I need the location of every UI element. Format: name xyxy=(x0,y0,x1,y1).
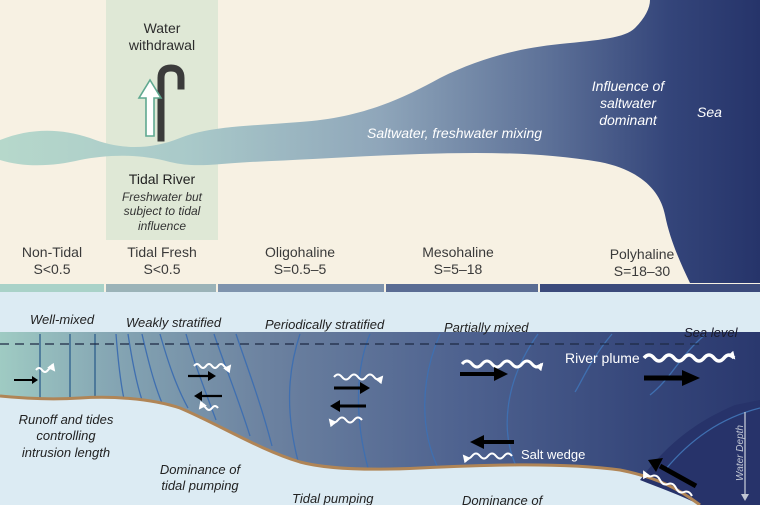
zone-salinity: S<0.5 xyxy=(33,260,71,277)
influence-line-3: dominant xyxy=(599,111,657,128)
dominance-of-annotation: Dominance of xyxy=(462,493,543,505)
up-arrow-icon xyxy=(137,78,163,137)
tidal-pumping-dominance-annotation: Dominance of tidal pumping xyxy=(150,462,250,495)
runoff-line-1: Runoff and tides xyxy=(18,412,114,427)
state-well-mixed: Well-mixed xyxy=(30,312,95,327)
runoff-annotation: Runoff and tides controlling intrusion l… xyxy=(5,412,127,461)
runoff-line-3: intrusion length xyxy=(21,444,111,460)
riverbed-line xyxy=(0,394,701,505)
influence-line-1: Influence of xyxy=(591,78,665,94)
tidal-river-desc-1: Freshwater but xyxy=(121,189,203,204)
saltwater-influence-label: Influence of saltwater dominant xyxy=(578,78,678,128)
mixing-label: Saltwater, freshwater mixing xyxy=(367,125,543,141)
periodically-stratified-arrows xyxy=(328,373,384,428)
tidal-river-desc-2: subject to tidal xyxy=(123,204,201,219)
zone-mesohaline: Mesohaline S=5–18 xyxy=(398,244,518,278)
zone-name: Non-Tidal xyxy=(21,244,83,260)
weakly-stratified-arrows xyxy=(188,363,232,411)
zone-name: Mesohaline xyxy=(422,244,494,260)
zone-name: Oligohaline xyxy=(264,244,336,260)
water-withdrawal-line-2: withdrawal xyxy=(128,36,196,53)
zone-salinity: S=0.5–5 xyxy=(273,260,327,277)
zone-salinity: S=5–18 xyxy=(433,260,483,277)
deep-sea-wedge xyxy=(640,400,760,505)
water-withdrawal-pipe-icon xyxy=(157,64,185,142)
dominance-line-1: Dominance of xyxy=(159,462,241,477)
state-weakly-stratified: Weakly stratified xyxy=(126,315,222,330)
well-mixed-arrows xyxy=(14,362,56,384)
zone-name: Polyhaline xyxy=(609,246,675,262)
sea-label: Sea xyxy=(697,104,722,120)
isohaline-lines xyxy=(39,333,760,471)
tidal-river-label: Tidal River Freshwater but subject to ti… xyxy=(104,171,220,233)
zone-oligohaline: Oligohaline S=0.5–5 xyxy=(240,244,360,278)
tidal-river-desc-3: influence xyxy=(137,218,187,233)
zone-polyhaline: Polyhaline S=18–30 xyxy=(582,246,702,280)
water-withdrawal-label: Water withdrawal xyxy=(112,20,212,54)
partially-mixed-arrows xyxy=(460,350,736,386)
zone-tidal-fresh: Tidal Fresh S<0.5 xyxy=(108,244,216,278)
influence-line-2: saltwater xyxy=(599,94,657,111)
zone-non-tidal: Non-Tidal S<0.5 xyxy=(2,244,102,278)
estuary-shape xyxy=(0,0,760,283)
state-partially-mixed: Partially mixed xyxy=(444,320,529,335)
sea-level-label: Sea level xyxy=(684,325,738,340)
dominance-line-2: tidal pumping xyxy=(161,478,239,494)
water-depth-label: Water Depth xyxy=(735,425,746,481)
zone-salinity: S=18–30 xyxy=(613,262,671,279)
state-periodically-stratified: Periodically stratified xyxy=(265,317,385,332)
salt-wedge-arrows xyxy=(462,435,698,497)
runoff-line-2: controlling xyxy=(36,428,96,444)
tidal-river-title: Tidal River xyxy=(128,171,196,187)
water-depth-arrow-icon xyxy=(741,412,749,501)
tidal-pumping-annotation: Tidal pumping xyxy=(292,491,374,505)
river-plume-label: River plume xyxy=(565,350,640,366)
water-withdrawal-line-1: Water xyxy=(143,20,181,36)
salt-wedge-label: Salt wedge xyxy=(521,447,586,462)
zone-salinity: S<0.5 xyxy=(143,260,181,277)
zone-bars xyxy=(0,284,760,292)
zone-name: Tidal Fresh xyxy=(127,244,197,260)
